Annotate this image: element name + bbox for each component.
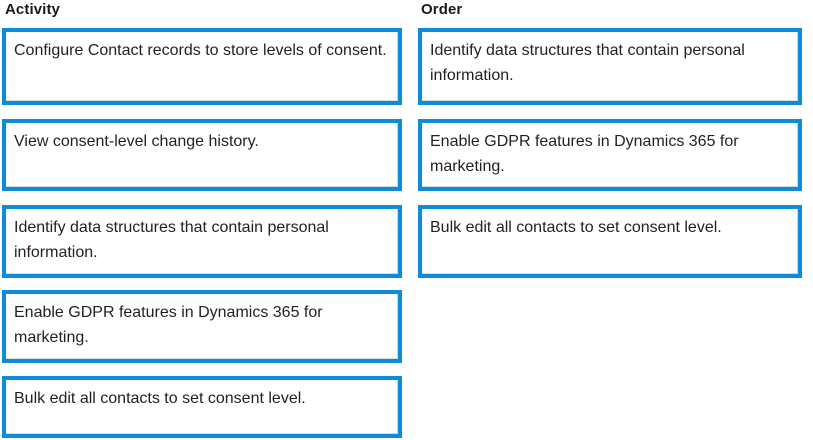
order-card-inner: Enable GDPR features in Dynamics 365 for… bbox=[422, 123, 798, 187]
activity-card[interactable]: Bulk edit all contacts to set consent le… bbox=[2, 376, 402, 438]
activity-card-label: Enable GDPR features in Dynamics 365 for… bbox=[14, 304, 323, 346]
order-card[interactable]: Enable GDPR features in Dynamics 365 for… bbox=[418, 119, 802, 191]
activity-card-inner: Bulk edit all contacts to set consent le… bbox=[6, 380, 398, 434]
order-card-inner: Identify data structures that contain pe… bbox=[422, 32, 798, 101]
order-card[interactable]: Bulk edit all contacts to set consent le… bbox=[418, 205, 802, 278]
order-card-label: Enable GDPR features in Dynamics 365 for… bbox=[430, 133, 739, 175]
order-column-header: Order bbox=[421, 1, 463, 18]
activity-card-label: Identify data structures that contain pe… bbox=[14, 219, 329, 261]
activity-card-label: View consent-level change history. bbox=[14, 133, 259, 150]
activity-card-inner: Configure Contact records to store level… bbox=[6, 32, 398, 101]
activity-card-label: Bulk edit all contacts to set consent le… bbox=[14, 390, 306, 407]
activity-column: Activity Configure Contact records to st… bbox=[2, 0, 402, 438]
activity-card-inner: Enable GDPR features in Dynamics 365 for… bbox=[6, 294, 398, 359]
activity-card[interactable]: Configure Contact records to store level… bbox=[2, 28, 402, 105]
activity-column-header: Activity bbox=[5, 1, 60, 18]
activity-card[interactable]: View consent-level change history. bbox=[2, 119, 402, 191]
activity-card-inner: Identify data structures that contain pe… bbox=[6, 209, 398, 274]
order-column: Order Identify data structures that cont… bbox=[418, 0, 802, 278]
order-card-label: Bulk edit all contacts to set consent le… bbox=[430, 219, 722, 236]
activity-card-label: Configure Contact records to store level… bbox=[14, 42, 387, 59]
activity-card[interactable]: Identify data structures that contain pe… bbox=[2, 205, 402, 278]
order-card-label: Identify data structures that contain pe… bbox=[430, 42, 745, 84]
order-card-inner: Bulk edit all contacts to set consent le… bbox=[422, 209, 798, 274]
activity-card[interactable]: Enable GDPR features in Dynamics 365 for… bbox=[2, 290, 402, 363]
order-card[interactable]: Identify data structures that contain pe… bbox=[418, 28, 802, 105]
activity-card-inner: View consent-level change history. bbox=[6, 123, 398, 187]
